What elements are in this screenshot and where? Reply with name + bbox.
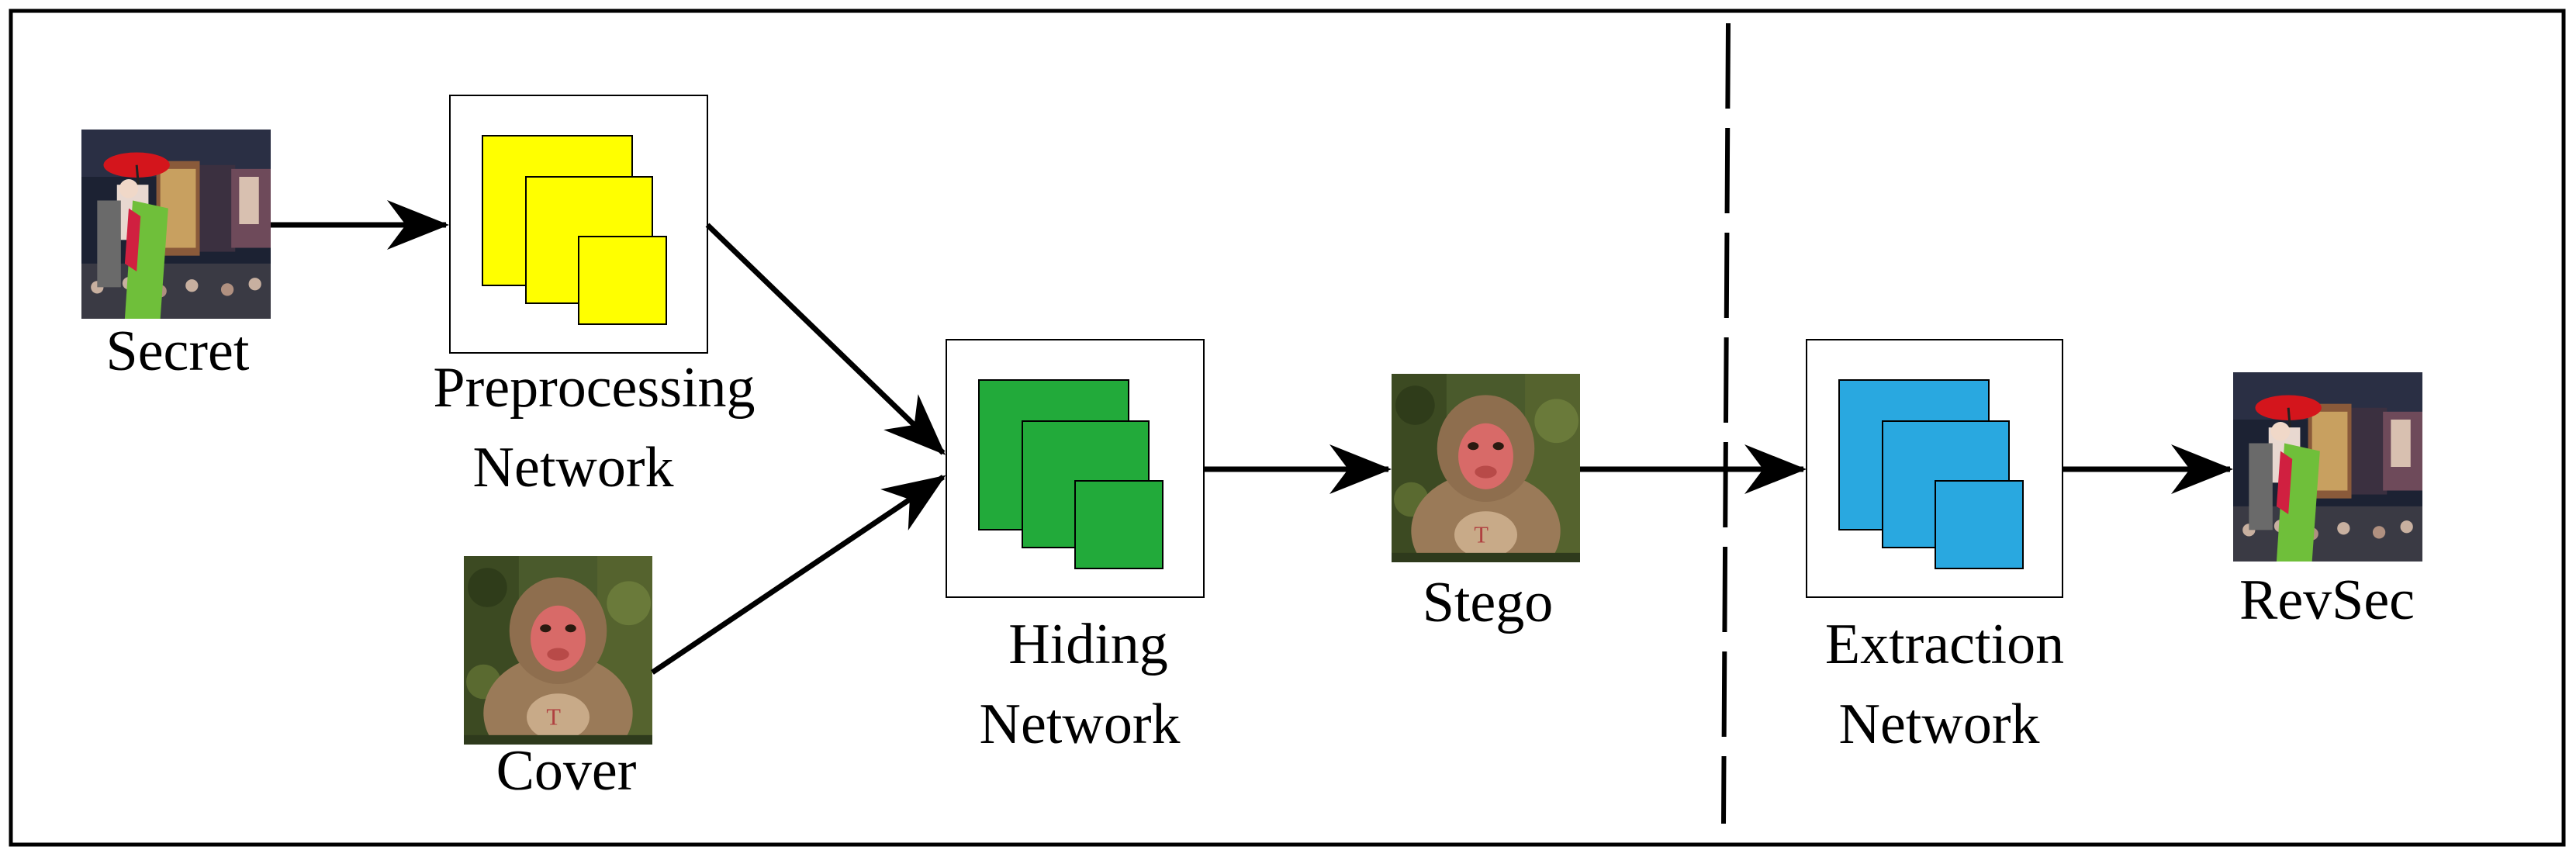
secret-label: Secret [105, 320, 250, 383]
hiding-layer-squares [978, 379, 1164, 569]
preprocessing-layer-squares [482, 135, 667, 325]
secret-image [81, 130, 271, 319]
revsec-label: RevSec [2239, 568, 2415, 632]
extraction-layer-squares [1838, 379, 2024, 569]
cover-label: Cover [496, 739, 637, 803]
arrow-preprocessing-to-hiding [705, 223, 946, 455]
extraction-label-line1: Extraction [1824, 613, 2065, 676]
preprocessing-label-line1: Preprocessing [433, 356, 756, 420]
divider-dashed-line [1721, 22, 1731, 824]
outer-frame [9, 9, 2566, 847]
preprocessing-label-line2: Network [472, 436, 674, 499]
stego-image [1392, 374, 1580, 562]
hiding-label-line1: Hiding [1008, 613, 1168, 676]
hiding-label-line2: Network [979, 693, 1181, 756]
extraction-label-line2: Network [1838, 693, 2040, 756]
arrow-cover-to-hiding [651, 475, 946, 675]
stego-label: Stego [1422, 571, 1554, 634]
revsec-image [2233, 372, 2422, 562]
